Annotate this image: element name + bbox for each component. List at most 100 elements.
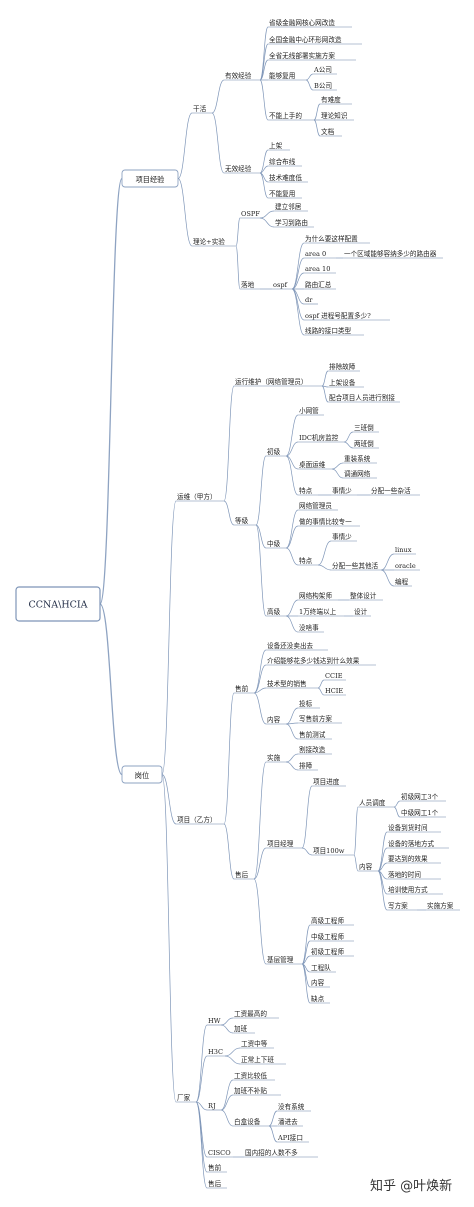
connector-line [317,679,325,689]
node-o-2a: area 0 [304,250,336,259]
node-label: 不能复用 [269,189,295,198]
node-zj: 中级 [266,539,286,549]
connector-line [268,1125,278,1143]
node-zj-1: 网络管理员 [298,501,338,511]
node-label: HCIE [325,687,343,695]
node-label: 割接改造 [299,745,326,754]
node-label: 调通网络 [344,469,371,478]
node-sq-4: 内容 [266,715,286,725]
connector-line [211,112,225,174]
node-label: API接口 [277,1133,303,1142]
node-rj-2: 加班不补贴 [233,1086,281,1096]
connector-line [99,603,123,776]
node-project-experience: 项目经验 [121,169,179,188]
node-label: 三班倒 [354,423,374,432]
connector-line [343,441,354,449]
connector-line [99,177,123,605]
node-cs: 厂家 [176,1093,196,1103]
connector-line [220,1079,234,1111]
node-sq-2: 介绍能够花多少钱达到什么效果 [266,656,376,666]
node-wx-2: 综合布线 [268,157,302,167]
node-label: 省级金融网核心网改造 [269,18,335,27]
node-label: 售后 [235,870,249,879]
node-label: 特点 [299,486,313,495]
node-gj-1a: 整体设计 [349,591,383,601]
node-label: area 10 [305,265,330,273]
node-label: 项目（乙方） [177,815,217,824]
node-xmjl: 项目经理 [266,839,302,849]
node-o-4: 路由汇总 [304,280,336,290]
connector-line [291,272,305,290]
connector-line [259,149,269,174]
node-h3c: H3C [207,1048,225,1057]
node-gj-1: 网络构架师 [298,591,338,601]
node-project-experience-label: 项目经验 [136,175,165,184]
connector-line [177,112,193,179]
node-label: 写售前方案 [299,714,332,723]
connector-line [259,59,269,81]
node-label: 工资中等 [241,1039,268,1048]
connector-line [220,1017,234,1026]
node-label: 分配一些其他活 [332,561,379,570]
node-bh-1: 没有系统 [277,1102,311,1112]
node-wxjy: 无效经验 [224,164,260,174]
node-yxwh-1: 排除故障 [328,362,360,372]
node-label: 国内招的人数不多 [245,1148,298,1157]
node-label: 内容 [311,978,325,987]
node-bns: 不能上手的 [268,111,314,121]
node-ospf2: ospf [272,281,292,290]
connector-line [220,1094,234,1111]
connector-line [317,687,325,696]
node-label: 事情少 [332,486,352,495]
connector-line [377,870,388,911]
node-label: 高级工程师 [311,916,344,925]
node-o-3: area 10 [304,265,336,274]
node-yxjy-2: 全国金融中心环形网改造 [268,35,362,45]
node-label: 全省无线部署实施方案 [269,51,335,60]
node-dj: 等级 [234,516,256,526]
connector-line [285,599,299,617]
node-o-6: ospf 进程号配置多少? [304,311,390,321]
node-jc-3: 初级工程师 [310,947,354,957]
connector-line [301,963,311,1004]
connector-line [393,800,401,808]
node-label: 项目进度 [313,777,340,786]
node-label: 正常上下班 [241,1055,274,1064]
connector-line [223,500,235,526]
node-label: 线路的接口类型 [305,326,352,335]
node-yxwh: 运行维护（网络管理员） [234,377,322,387]
node-label: 人员调度 [359,798,386,807]
node-label: B公司 [314,82,332,90]
node-cj-2a: 三班倒 [353,423,379,433]
node-jc-2: 中级工程师 [310,932,354,942]
node-cs-sq: 售前 [207,1163,227,1173]
root-node-label: CCNA\HCIA [28,599,87,610]
connector-line [253,692,267,725]
root-node-frame [15,586,101,622]
node-ss-1: 割接改造 [298,745,332,755]
node-wx-1: 上架 [268,141,290,151]
node-wx-3: 技术难度低 [268,173,308,183]
node-rj-1: 工资比较低 [233,1071,275,1081]
node-nr-2: 设备的落地方式 [387,839,449,849]
connector-line [285,761,299,771]
node-label: 项目100w [313,847,345,855]
node-label: 设备到货时间 [388,823,428,832]
node-ospf1-2: 学习到路由 [274,218,314,228]
node-cs-sh: 售后 [207,1179,227,1189]
node-label: 潘进去 [278,1117,298,1126]
node-label: 配合项目人员进行割接 [329,393,395,402]
connector-line [259,172,269,199]
node-ss-2: 排障 [298,761,318,771]
node-label: 落地 [241,280,255,289]
watermark: 知乎 @叶焕新 [370,1178,452,1194]
node-zj-2: 做的事情比较专一 [298,517,360,527]
node-label: 厂家 [177,1093,191,1102]
node-position-label: 岗位 [135,771,149,780]
node-label: 上架设备 [329,378,356,387]
node-label: 分配一些杂活 [371,486,411,495]
node-label: 事情少 [332,532,352,541]
node-label: 特点 [299,556,313,565]
node-yxjy: 有效经验 [224,71,260,81]
node-label: 运维（甲方） [177,492,217,501]
